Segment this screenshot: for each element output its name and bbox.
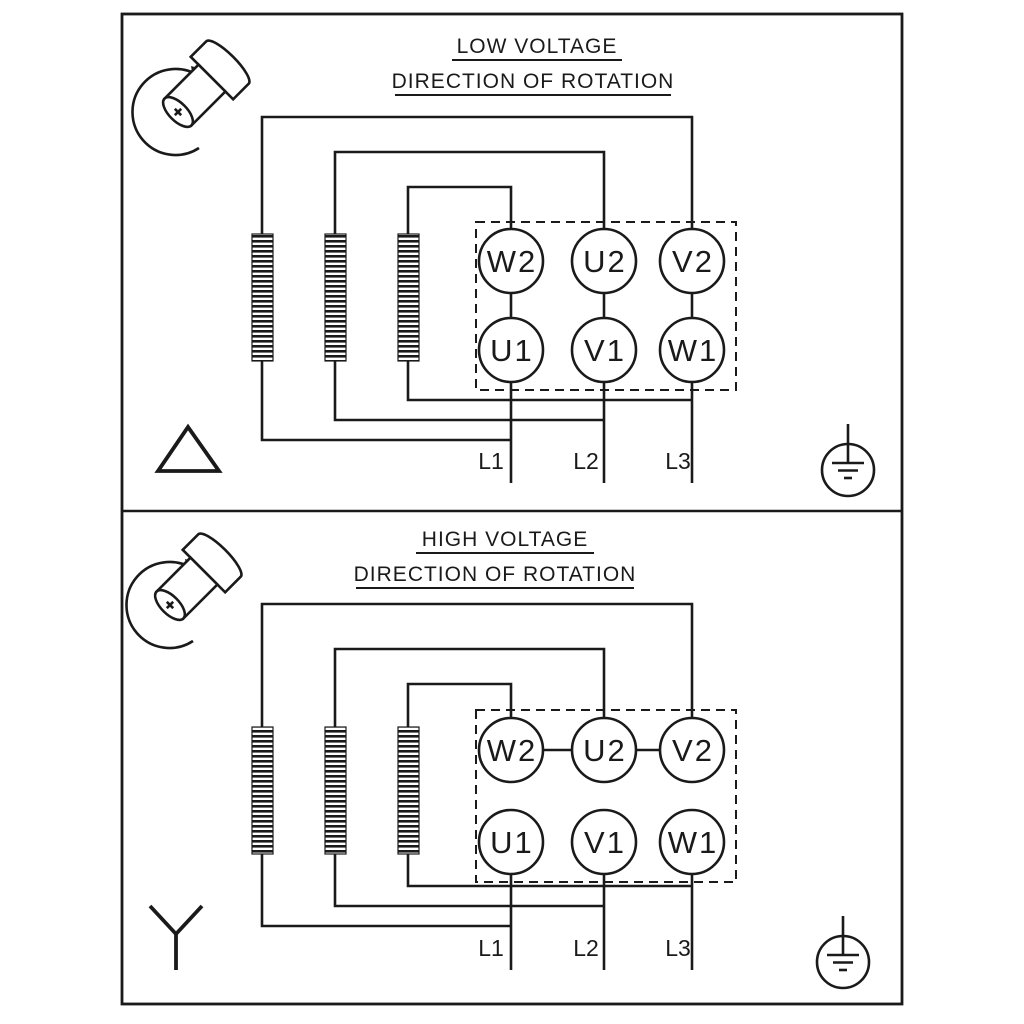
panel-title: HIGH VOLTAGE — [422, 528, 588, 551]
supply-line-label-l2: L2 — [573, 935, 599, 961]
winding-coil-2 — [324, 726, 347, 855]
terminal-u2: U2 — [570, 716, 638, 784]
terminal-v1: V1 — [570, 808, 638, 876]
winding-feed-wires — [260, 602, 694, 727]
winding-feed-wires — [260, 115, 694, 234]
winding-coil-3 — [397, 726, 420, 855]
panel-title: LOW VOLTAGE — [457, 35, 618, 58]
svg-text:V2: V2 — [672, 244, 714, 279]
wye-symbol — [148, 904, 204, 970]
svg-text:W1: W1 — [668, 333, 719, 368]
terminal-u1: U1 — [477, 808, 545, 876]
svg-text:U2: U2 — [583, 244, 627, 279]
terminal-v1: V1 — [570, 316, 638, 384]
earth-ground-icon — [820, 424, 876, 498]
shaft-rotation-arrow-icon — [131, 39, 251, 157]
terminal-v2: V2 — [658, 227, 726, 295]
panel-low-voltage: LOW VOLTAGE DIRECTION OF ROTATION — [131, 35, 876, 498]
panel-subtitle: DIRECTION OF ROTATION — [354, 563, 637, 586]
supply-line-label-l1: L1 — [478, 935, 504, 961]
terminal-u1: U1 — [477, 316, 545, 384]
winding-return-wires — [260, 361, 694, 483]
svg-text:W2: W2 — [487, 733, 538, 768]
winding-coil-1 — [251, 726, 274, 855]
terminal-w2: W2 — [477, 227, 545, 295]
panel-high-voltage: HIGH VOLTAGE DIRECTION OF ROTATION — [125, 528, 871, 990]
svg-text:V1: V1 — [584, 333, 626, 368]
svg-text:V1: V1 — [584, 825, 626, 860]
winding-return-wires — [260, 854, 694, 970]
winding-coil-1 — [251, 233, 274, 362]
svg-text:U2: U2 — [583, 733, 627, 768]
svg-text:W2: W2 — [487, 244, 538, 279]
delta-symbol — [154, 423, 223, 473]
svg-text:V2: V2 — [672, 733, 714, 768]
shaft-rotation-arrow-icon — [125, 532, 243, 650]
svg-text:U1: U1 — [490, 333, 534, 368]
supply-line-label-l1: L1 — [478, 448, 504, 474]
supply-line-label-l3: L3 — [665, 448, 691, 474]
supply-line-label-l3: L3 — [665, 935, 691, 961]
delta-terminal-links — [509, 293, 694, 318]
svg-text:U1: U1 — [490, 825, 534, 860]
terminal-u2: U2 — [570, 227, 638, 295]
terminal-box — [475, 709, 737, 883]
terminal-box — [475, 221, 737, 391]
terminal-w1: W1 — [658, 316, 726, 384]
svg-text:W1: W1 — [668, 825, 719, 860]
panel-subtitle: DIRECTION OF ROTATION — [392, 70, 675, 93]
winding-coil-3 — [397, 233, 420, 362]
earth-ground-icon — [815, 916, 871, 990]
terminal-w2: W2 — [477, 716, 545, 784]
supply-line-label-l2: L2 — [573, 448, 599, 474]
terminal-v2: V2 — [658, 716, 726, 784]
winding-coil-2 — [324, 233, 347, 362]
terminal-w1: W1 — [658, 808, 726, 876]
